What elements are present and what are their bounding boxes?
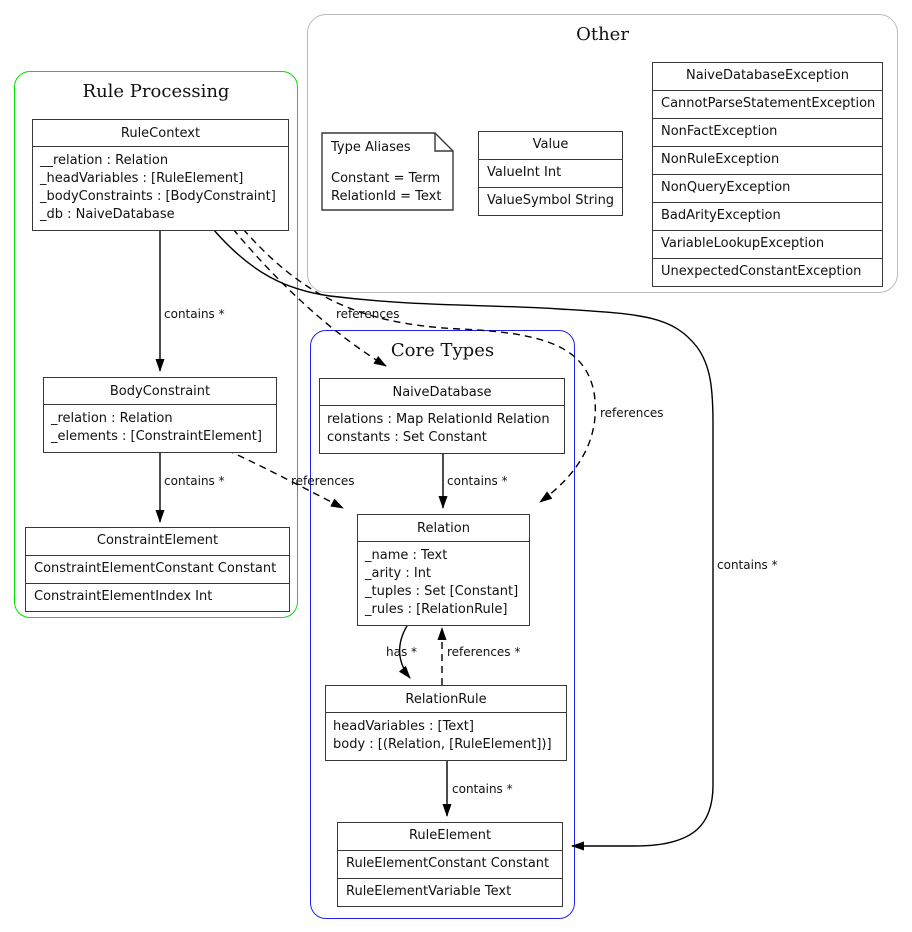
attribute: _elements : [ConstraintElement] [51,429,262,444]
edge-label-contains: contains * [452,782,513,796]
class-constraintelement-name: ConstraintElement [96,533,219,548]
edge-label-contains: contains * [447,474,508,488]
group-core-types-title: Core Types [390,340,495,361]
class-value-name: Value [532,137,569,152]
group-other-title: Other [576,24,629,45]
note-type-aliases-body: Constant = Term RelationId = Text [331,171,442,204]
group-rule-processing: Rule Processing [14,71,298,618]
class-relationrule: RelationRule headVariables : [Text] body… [325,685,567,761]
edge-rulecontext-naivedatabase [232,228,387,367]
attribute: _db : NaiveDatabase [40,207,175,222]
variant: RuleElementVariable Text [338,878,562,906]
variant: ConstraintElementIndex Int [26,583,289,611]
attribute: _bodyConstraints : [BodyConstraint] [40,189,276,204]
variant: CannotParseStatementException [653,90,882,118]
edge-label-references: references [336,307,400,321]
edge-label-references: references * [447,645,521,659]
class-naivedatabaseexception-name: NaiveDatabaseException [685,68,849,83]
edge-label-contains: contains * [164,307,225,321]
class-bodyconstraint-name: BodyConstraint [44,378,276,405]
group-other: Other [307,14,898,293]
attribute: constants : Set Constant [327,430,487,445]
class-value: Value ValueInt Int ValueSymbol String [478,131,623,216]
attribute: _tuples : Set [Constant] [365,584,519,599]
edge-rulecontext-relation [242,228,596,503]
attribute: body : [(Relation, [RuleElement])] [333,737,552,752]
edge-label-has: has * [386,645,418,659]
class-naivedatabaseexception: NaiveDatabaseException CannotParseStatem… [652,62,883,287]
edge-rulecontext-ruleelement [212,228,714,851]
variant: BadArityException [653,202,882,230]
variant: UnexpectedConstantException [653,258,882,286]
variant: VariableLookupException [653,230,882,258]
class-ruleelement-name: RuleElement [408,828,492,843]
attribute: _headVariables : [RuleElement] [40,171,244,186]
variant: ValueInt Int [479,159,622,187]
class-relation-name: Relation [358,515,529,542]
class-rulecontext-name: RuleContext [33,120,288,147]
class-constraintelement: ConstraintElement ConstraintElementConst… [25,527,290,612]
note-type-aliases-title: Type Aliases [331,140,411,155]
note-shape [321,132,454,211]
class-ruleelement: RuleElement RuleElementConstant Constant… [337,822,563,907]
edge-label-references: references [600,406,664,420]
attribute: __relation : Relation [40,153,169,168]
group-rule-processing-title: Rule Processing [82,81,230,102]
class-naivedatabase: NaiveDatabase relations : Map RelationId… [319,378,565,454]
variant: NonFactException [653,118,882,146]
attribute: _relation : Relation [51,411,173,426]
variant: RuleElementConstant Constant [338,850,562,878]
attribute: relations : Map RelationId Relation [327,412,550,427]
class-bodyconstraint: BodyConstraint _relation : Relation _ele… [43,377,277,453]
class-relationrule-name: RelationRule [326,686,566,713]
attribute: headVariables : [Text] [333,719,474,734]
variant: ValueSymbol String [479,187,622,215]
edge-label-references: references [291,474,355,488]
edge-bodyconstraint-relation [226,449,344,509]
variant: NonRuleException [653,146,882,174]
note-fold [434,133,453,152]
variant: ConstraintElementConstant Constant [26,555,289,583]
edge-label-contains: contains * [717,558,778,572]
attribute: _name : Text [365,548,448,563]
attribute: _arity : Int [365,566,432,581]
class-rulecontext: RuleContext __relation : Relation _headV… [32,119,289,231]
edge-label-contains: contains * [164,474,225,488]
class-naivedatabase-name: NaiveDatabase [320,379,564,406]
group-core-types: Core Types [310,330,575,919]
attribute: _rules : [RelationRule] [365,602,508,617]
class-relation: Relation _name : Text _arity : Int _tupl… [357,514,530,626]
variant: NonQueryException [653,174,882,202]
